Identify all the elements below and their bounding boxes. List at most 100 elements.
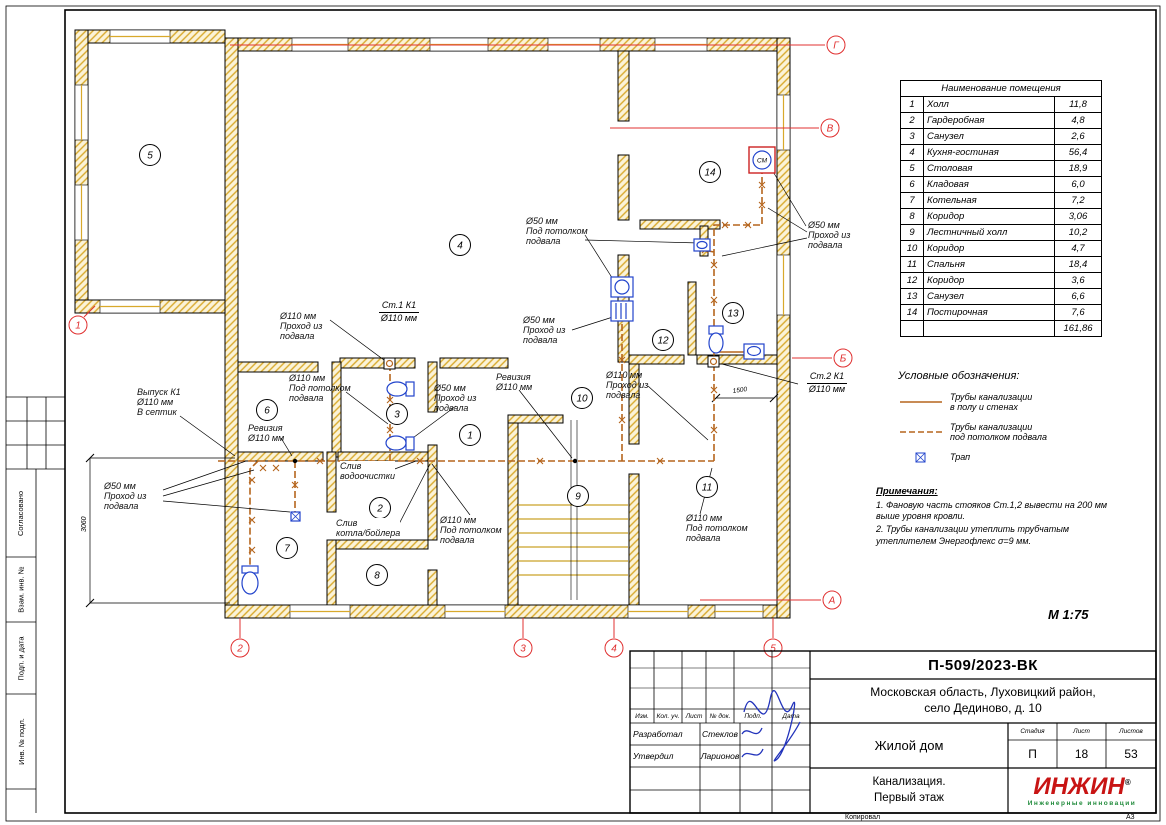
logo-registered-mark: ® bbox=[1124, 777, 1131, 787]
copied-label: Копировал bbox=[845, 814, 881, 821]
sheet-frame bbox=[5, 5, 1161, 822]
svg-text:4: 4 bbox=[457, 241, 463, 252]
dimension-3060: 3060 bbox=[81, 516, 88, 532]
dishwasher-kitchen bbox=[610, 300, 634, 322]
washing-machine-label: СМ bbox=[757, 158, 768, 165]
col-podp: Подп. bbox=[744, 712, 762, 720]
svg-text:9: 9 bbox=[575, 492, 581, 503]
axis-label-3: 3 bbox=[520, 644, 526, 655]
room-number-14: 14 bbox=[699, 161, 721, 183]
annotation-revizia-center: Ревизия Ø110 мм bbox=[496, 372, 533, 393]
axis-label-1: 1 bbox=[75, 321, 81, 332]
room-number-5: 5 bbox=[139, 144, 161, 166]
annotation-sliv-vodoochistki: Слив водоочистки bbox=[340, 461, 396, 482]
annotation-vypusk-k1: Выпуск К1 Ø110 мм В септик bbox=[137, 387, 181, 418]
note-line: 1. Фановую часть стояков Ст.1,2 вывести … bbox=[876, 499, 1108, 522]
washing-machine-laundry: СМ bbox=[748, 146, 776, 174]
axis-label-v: В bbox=[827, 124, 834, 135]
title-block-grid bbox=[629, 650, 1157, 814]
legend: Условные обозначения: Трубы канализации … bbox=[898, 370, 1128, 472]
name-developed: Стеклов bbox=[702, 729, 738, 739]
sheet-number: 18 bbox=[1074, 747, 1089, 761]
stack-st1-name: Ст.1 К1 bbox=[378, 300, 420, 313]
annotation-stack-st2: Ст.2 К1 Ø110 мм bbox=[796, 371, 858, 395]
dimensions bbox=[85, 393, 779, 608]
room-number-13: 13 bbox=[722, 302, 744, 324]
notes: Примечания: 1. Фановую часть стояков Ст.… bbox=[876, 486, 1120, 549]
room-number-7: 7 bbox=[276, 537, 298, 559]
col-data: Дата bbox=[782, 712, 800, 720]
annotation-d110-podval-1: Ø110 мм Проход из подвала bbox=[280, 311, 323, 342]
washing-machine-kitchen bbox=[610, 276, 634, 298]
toilet-wc2 bbox=[708, 325, 724, 354]
room-number-11: 11 bbox=[696, 476, 718, 498]
strip-label-podp-data: Подп. и дата bbox=[16, 635, 26, 681]
sink-wc1 bbox=[385, 435, 415, 451]
annotation-d50-podval-right: Ø50 мм Проход из подвала bbox=[808, 220, 851, 251]
axis-label-5: 5 bbox=[770, 644, 776, 655]
room-number-9: 9 bbox=[567, 485, 589, 507]
room-number-6: 6 bbox=[256, 399, 278, 421]
room-number-8: 8 bbox=[366, 564, 388, 586]
object-name: Жилой дом bbox=[874, 738, 944, 753]
walls bbox=[74, 29, 791, 619]
svg-text:2: 2 bbox=[376, 504, 383, 515]
svg-text:3: 3 bbox=[394, 410, 400, 421]
signatures bbox=[741, 690, 801, 762]
scale-note: М 1:75 bbox=[1048, 607, 1089, 622]
format-label: А3 bbox=[1126, 814, 1135, 821]
stairs bbox=[518, 420, 628, 600]
axis-label-4: 4 bbox=[611, 644, 617, 655]
legend-item: Трап bbox=[898, 451, 1128, 463]
svg-text:6: 6 bbox=[264, 406, 270, 417]
floor-drain-trap bbox=[290, 511, 301, 522]
svg-text:13: 13 bbox=[727, 309, 739, 320]
annotation-d110-ceiling-2: Ø110 мм Под потолком подвала bbox=[440, 515, 502, 546]
svg-text:10: 10 bbox=[576, 394, 588, 405]
notes-title: Примечания: bbox=[876, 486, 938, 497]
revision-points bbox=[292, 458, 578, 464]
svg-text:11: 11 bbox=[702, 483, 712, 494]
logo-text: ИНЖИН bbox=[1033, 772, 1125, 800]
stack-st2 bbox=[707, 355, 720, 368]
svg-text:7: 7 bbox=[284, 544, 290, 555]
toilet-wc1 bbox=[386, 381, 415, 397]
room-numbers: 1 2 3 4 5 6 7 8 9 10 11 12 13 14 bbox=[139, 144, 744, 586]
table-header: Наименование помещения bbox=[900, 80, 1102, 97]
axis-label-2: 2 bbox=[236, 644, 243, 655]
svg-text:1: 1 bbox=[467, 431, 473, 442]
fixtures bbox=[241, 238, 765, 595]
annotation-d50-podval-mid: Ø50 мм Проход из подвала bbox=[523, 315, 566, 346]
company-logo: ИНЖИН® Инженерные инновации bbox=[1008, 768, 1156, 813]
annotation-d110-podval-2: Ø110 мм Проход из подвала bbox=[606, 370, 649, 401]
name-approved: Ларионов bbox=[700, 751, 740, 761]
room-number-2: 2 bbox=[369, 497, 391, 519]
table-total-row: 161,86 bbox=[900, 320, 1102, 337]
annotation-d110-ceiling-3: Ø110 мм Под потолком подвала bbox=[686, 513, 748, 544]
room-number-1: 1 bbox=[459, 424, 481, 446]
room-number-4: 4 bbox=[449, 234, 471, 256]
axis-labels: Г В Б А 1 2 3 4 5 bbox=[75, 41, 847, 655]
annotation-d50-podval-left: Ø50 мм Проход из подвала bbox=[104, 481, 147, 512]
annotation-sliv-kotla: Слив котла/бойлера bbox=[336, 518, 401, 539]
stage-label: Стадия bbox=[1020, 728, 1045, 735]
dimension-1500: 1500 bbox=[732, 386, 748, 395]
room-number-10: 10 bbox=[571, 387, 593, 409]
legend-item: Трубы канализации в полу и стенах bbox=[898, 392, 1128, 413]
toilet-boiler-room bbox=[241, 565, 259, 595]
annotation-d110-ceiling-1: Ø110 мм Под потолком подвала bbox=[289, 373, 351, 404]
annotation-revizia-left: Ревизия Ø110 мм bbox=[248, 423, 285, 444]
doc-number: П-509/2023-ВК bbox=[928, 656, 1038, 674]
